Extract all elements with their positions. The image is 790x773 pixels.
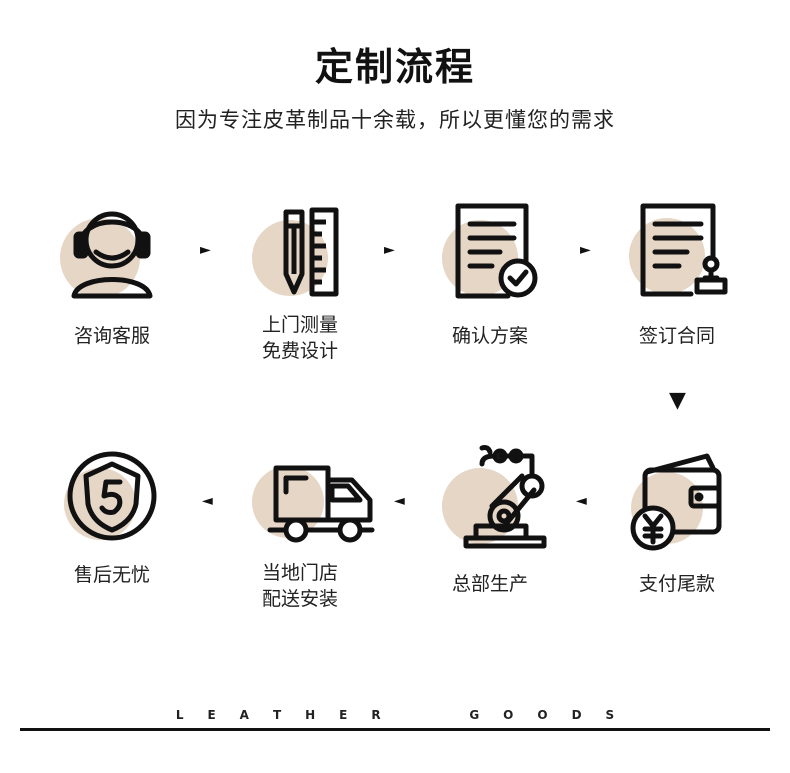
step-label: 当地门店 配送安装: [261, 562, 338, 610]
arrow-left-2: ◄: [394, 493, 405, 509]
arrow-left-3: ◄: [202, 493, 213, 509]
step-label: 总部生产: [451, 573, 528, 595]
arrow-left-1: ◄: [576, 493, 587, 509]
footer-letters: L E A T H E R G O O D S: [175, 708, 615, 722]
step-label: 售后无忧: [73, 564, 150, 586]
shield-5-icon: [64, 451, 157, 541]
page-subtitle: 因为专注皮革制品十余载，所以更懂您的需求: [175, 108, 615, 132]
arrow-right-1: ►: [200, 242, 211, 258]
arrow-right-3: ►: [580, 242, 591, 258]
headset-agent-icon: [60, 211, 153, 299]
step-label: 确认方案: [451, 325, 528, 347]
delivery-truck-icon: [252, 465, 375, 543]
document-stamp-icon: [629, 203, 728, 297]
wallet-yen-icon: [630, 453, 722, 551]
step-label: 签订合同: [638, 325, 715, 347]
arrow-right-2: ►: [384, 242, 395, 258]
footer-brand-text: L E A T H E R G O O D S: [0, 708, 790, 722]
robot-arm-icon: [442, 445, 547, 549]
footer-divider: [20, 728, 770, 731]
arrow-down: ▼: [669, 388, 686, 413]
step-label: 支付尾款: [638, 573, 715, 595]
page-title: 定制流程: [314, 45, 475, 89]
pencil-ruler-icon: [252, 207, 339, 297]
document-check-icon: [442, 203, 538, 299]
step-label: 上门测量 免费设计: [261, 314, 338, 362]
step-label: 咨询客服: [73, 325, 150, 347]
